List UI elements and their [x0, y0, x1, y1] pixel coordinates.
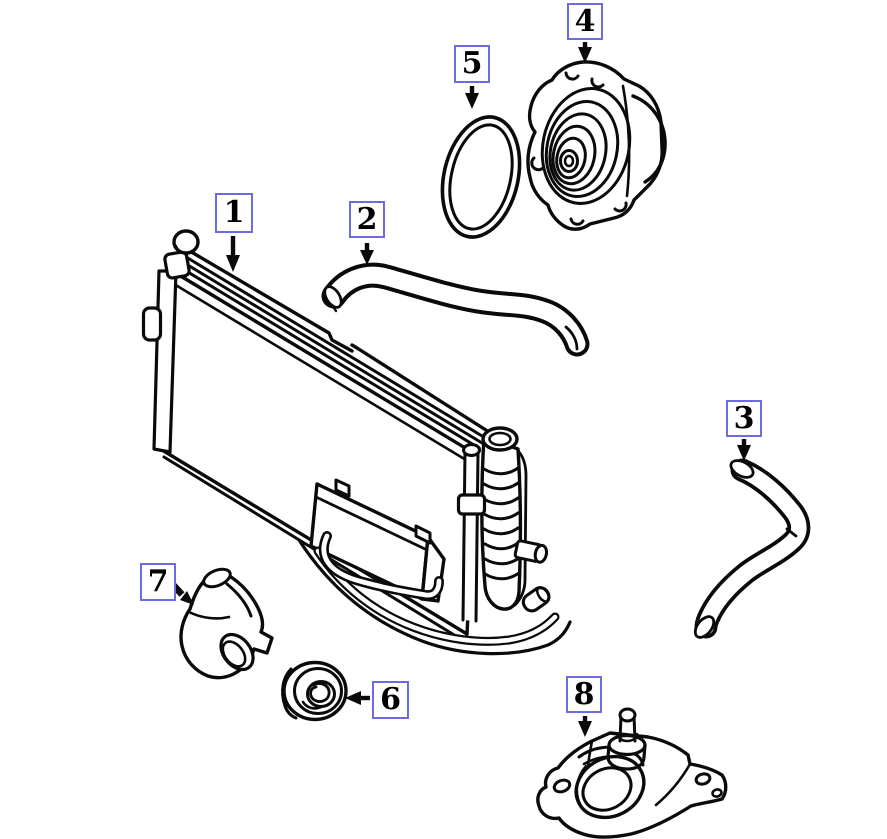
callout-5-arrow: [465, 86, 479, 109]
callout-6-thermostat[interactable]: 6: [372, 681, 409, 719]
hose-opening: [693, 615, 716, 639]
pump-hub: [559, 149, 579, 173]
callout-1-arrow: [226, 236, 240, 272]
lower-hose-drawing: [693, 458, 811, 639]
thermostat-drawing: [281, 660, 348, 722]
thermostat-housing-drawing: [536, 707, 728, 839]
callout-4-arrow: [578, 42, 592, 63]
callout-1-radiator[interactable]: 1: [215, 193, 253, 233]
upper-hose-drawing: [321, 262, 590, 357]
callout-2-upper-hose[interactable]: 2: [349, 201, 385, 238]
radiator-side-tank: [480, 435, 523, 611]
callout-4-water-pump[interactable]: 4: [567, 3, 603, 40]
outlet-elbow-drawing: [179, 567, 274, 680]
overflow-tube: [297, 538, 572, 656]
o-ring-drawing: [440, 115, 522, 239]
hose-opening: [729, 459, 755, 479]
callout-3-arrow: [737, 439, 751, 461]
water-pump-drawing: [526, 60, 667, 231]
callout-5-o-ring[interactable]: 5: [454, 45, 490, 83]
radiator-mount-tab: [141, 306, 163, 342]
radiator-drawing: [141, 229, 572, 656]
tank-top-cap: [481, 426, 519, 452]
callout-6-arrow: [345, 691, 370, 705]
callout-2-arrow: [360, 243, 374, 265]
callout-7-outlet-elbow[interactable]: 7: [140, 563, 176, 601]
hose-opening: [323, 285, 343, 309]
callout-8-thermostat-housing[interactable]: 8: [566, 676, 602, 713]
callout-3-lower-hose[interactable]: 3: [726, 400, 762, 437]
callout-8-arrow: [578, 716, 592, 737]
